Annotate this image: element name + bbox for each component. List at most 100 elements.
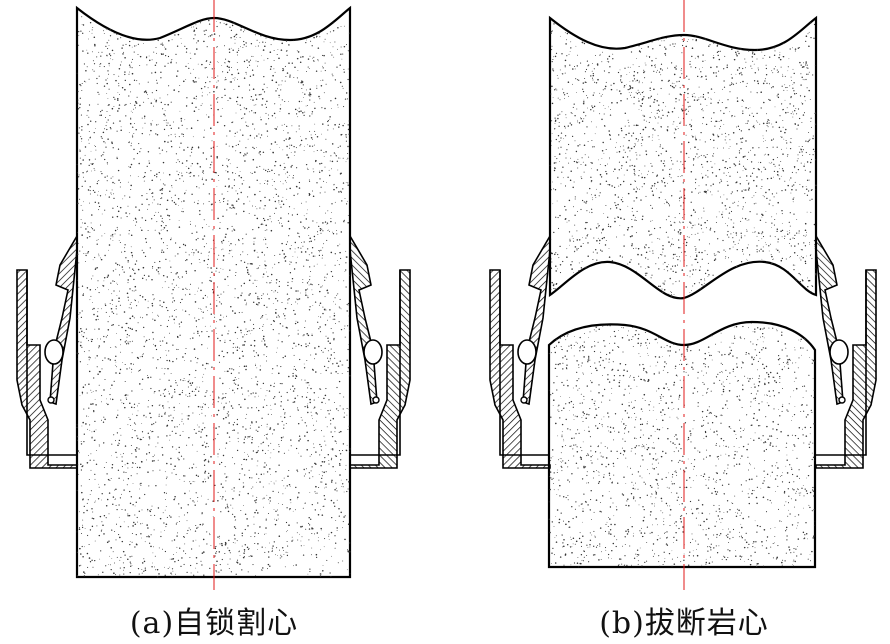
speckle-dot — [175, 473, 177, 476]
speckle-dot — [198, 108, 200, 110]
speckle-dot — [622, 180, 625, 183]
speckle-dot — [189, 283, 192, 285]
speckle-dot — [185, 287, 187, 289]
speckle-dot — [342, 443, 345, 445]
speckle-dot — [94, 540, 96, 542]
speckle-dot — [224, 45, 225, 47]
speckle-dot — [97, 103, 99, 105]
speckle-dot — [217, 536, 219, 538]
speckle-dot — [190, 548, 193, 550]
speckle-dot — [81, 82, 83, 85]
speckle-dot — [794, 110, 796, 112]
speckle-dot — [325, 212, 327, 214]
speckle-dot — [289, 263, 291, 265]
speckle-dot — [294, 151, 296, 153]
speckle-dot — [326, 182, 327, 183]
speckle-dot — [135, 206, 137, 208]
speckle-dot — [95, 429, 97, 431]
speckle-dot — [295, 147, 297, 149]
speckle-dot — [280, 439, 282, 441]
speckle-dot — [324, 38, 326, 40]
speckle-dot — [279, 111, 281, 112]
speckle-dot — [82, 294, 84, 296]
speckle-dot — [316, 149, 318, 152]
speckle-dot — [779, 54, 781, 56]
speckle-dot — [262, 276, 264, 278]
speckle-dot — [305, 528, 307, 530]
speckle-dot — [295, 290, 297, 292]
speckle-dot — [286, 72, 289, 74]
speckle-dot — [312, 528, 314, 530]
speckle-dot — [204, 294, 206, 297]
speckle-dot — [114, 233, 116, 235]
speckle-dot — [261, 251, 263, 254]
speckle-dot — [194, 269, 196, 272]
speckle-dot — [97, 574, 99, 576]
speckle-dot — [272, 368, 274, 370]
speckle-dot — [82, 32, 84, 34]
speckle-dot — [151, 192, 154, 194]
speckle-dot — [323, 180, 325, 182]
speckle-dot — [113, 53, 115, 55]
speckle-dot — [165, 492, 167, 494]
speckle-dot — [172, 395, 174, 397]
speckle-dot — [690, 222, 692, 224]
speckle-dot — [87, 231, 89, 233]
speckle-dot — [153, 105, 155, 107]
speckle-dot — [252, 99, 254, 101]
speckle-dot — [584, 133, 586, 135]
speckle-dot — [776, 230, 778, 233]
speckle-dot — [176, 45, 179, 47]
speckle-dot — [279, 181, 281, 183]
speckle-dot — [332, 449, 334, 451]
speckle-dot — [330, 327, 332, 330]
speckle-dot — [118, 534, 120, 536]
speckle-dot — [718, 120, 720, 122]
speckle-dot — [269, 468, 271, 470]
speckle-dot — [303, 468, 305, 471]
speckle-dot — [704, 278, 705, 280]
speckle-dot — [122, 53, 124, 55]
speckle-dot — [248, 294, 250, 296]
speckle-dot — [239, 555, 241, 556]
speckle-dot — [335, 371, 337, 373]
speckle-dot — [129, 490, 131, 493]
speckle-dot — [305, 343, 307, 345]
speckle-dot — [266, 229, 268, 231]
speckle-dot — [301, 525, 303, 528]
speckle-dot — [313, 392, 316, 394]
speckle-dot — [174, 255, 176, 257]
speckle-dot — [660, 87, 662, 90]
speckle-dot — [294, 251, 296, 253]
speckle-dot — [263, 506, 264, 508]
speckle-dot — [124, 341, 127, 343]
speckle-dot — [204, 415, 206, 417]
speckle-dot — [98, 75, 100, 77]
speckle-dot — [249, 59, 252, 61]
speckle-dot — [343, 68, 345, 70]
speckle-dot — [148, 55, 150, 57]
speckle-dot — [123, 51, 125, 53]
speckle-dot — [600, 232, 603, 234]
speckle-dot — [275, 554, 276, 556]
speckle-dot — [674, 253, 676, 255]
speckle-dot — [253, 345, 256, 347]
speckle-dot — [200, 560, 202, 562]
speckle-dot — [217, 217, 219, 220]
speckle-dot — [318, 328, 320, 330]
speckle-dot — [217, 491, 219, 493]
speckle-dot — [285, 326, 287, 329]
speckle-dot — [342, 408, 344, 410]
speckle-dot — [111, 299, 114, 301]
speckle-dot — [649, 250, 651, 252]
speckle-dot — [247, 436, 249, 437]
speckle-dot — [138, 573, 140, 575]
speckle-dot — [327, 230, 329, 231]
speckle-dot — [87, 123, 89, 126]
speckle-dot — [801, 122, 803, 123]
speckle-dot — [804, 193, 806, 195]
speckle-dot — [157, 314, 159, 316]
speckle-dot — [258, 298, 260, 300]
speckle-dot — [287, 299, 289, 301]
speckle-dot — [678, 99, 680, 101]
